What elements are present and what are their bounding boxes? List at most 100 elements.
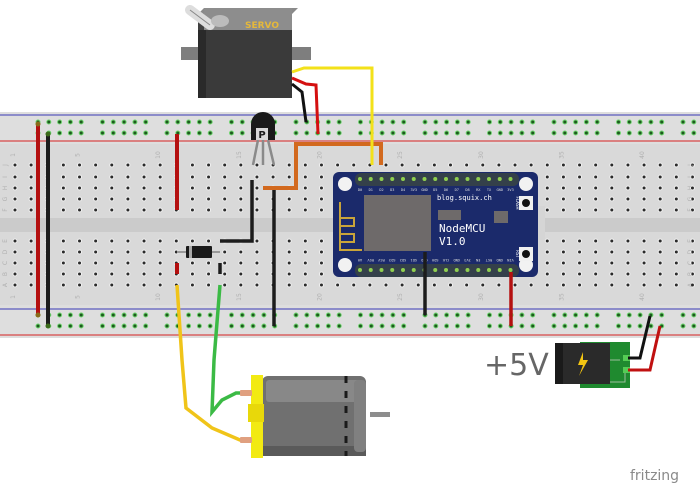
nodemcu-pin	[497, 268, 502, 272]
rail-hole	[379, 323, 385, 329]
breadboard-hole	[93, 238, 99, 244]
rail-hole	[659, 312, 665, 318]
breadboard-hole	[109, 185, 115, 191]
nodemcu-pin	[497, 177, 502, 181]
breadboard-hole	[609, 260, 615, 266]
rail-hole	[78, 323, 84, 329]
breadboard-hole	[286, 196, 292, 202]
breadboard-hole	[593, 174, 599, 180]
breadboard-hole	[60, 249, 66, 255]
rail-hole	[637, 323, 643, 329]
breadboard-hole	[189, 271, 195, 277]
nodemcu-pin	[454, 177, 459, 181]
column-label: 1	[10, 153, 17, 157]
row-label: G	[2, 196, 9, 201]
breadboard-hole	[189, 282, 195, 288]
breadboard-hole	[109, 271, 115, 277]
rail-hole	[691, 312, 697, 318]
rail-hole	[401, 119, 407, 125]
rail-hole	[325, 323, 331, 329]
breadboard-hole	[270, 174, 276, 180]
column-label: 15	[236, 151, 243, 159]
breadboard-hole	[12, 238, 18, 244]
breadboard-hole	[60, 271, 66, 277]
rail-hole	[454, 312, 460, 318]
breadboard-hole	[528, 162, 534, 168]
row-label: H	[687, 186, 694, 191]
breadboard-hole	[351, 282, 357, 288]
breadboard-hole	[286, 238, 292, 244]
rail-hole	[616, 130, 621, 136]
fritzing-watermark: fritzing	[630, 468, 679, 484]
nodemcu-pin	[465, 177, 470, 181]
column-label: 25	[397, 293, 404, 301]
breadboard-hole	[302, 282, 308, 288]
breadboard-hole	[302, 196, 308, 202]
rail-hole	[401, 130, 407, 136]
nodemcu-pin	[508, 177, 513, 181]
breadboard-hole	[480, 162, 486, 168]
breadboard-hole	[544, 196, 550, 202]
breadboard-hole	[673, 174, 679, 180]
breadboard-hole	[286, 271, 292, 277]
breadboard-hole	[302, 207, 308, 213]
rail-hole	[368, 312, 374, 318]
rail-hole	[336, 130, 342, 136]
breadboard-hole	[141, 185, 147, 191]
rail-hole	[583, 119, 589, 125]
breadboard-hole	[109, 249, 115, 255]
breadboard-hole	[125, 271, 131, 277]
breadboard-hole	[318, 185, 324, 191]
breadboard-hole	[238, 174, 244, 180]
row-label: B	[687, 272, 694, 276]
nodemcu-pin	[433, 177, 438, 181]
rail-hole	[562, 119, 568, 125]
rail-hole	[250, 312, 256, 318]
row-label: G	[687, 196, 694, 201]
rail-hole	[444, 119, 450, 125]
rail-hole	[573, 323, 579, 329]
rail-hole	[293, 130, 299, 136]
nodemcu-site-label: blog.squix.ch	[437, 194, 492, 202]
rail-hole	[497, 119, 503, 125]
rail-hole	[379, 119, 385, 125]
breadboard-hole	[157, 196, 163, 202]
rail-hole	[143, 312, 149, 318]
rail-hole	[508, 119, 514, 125]
nodemcu-pin	[487, 268, 491, 272]
column-label: 5	[75, 295, 82, 299]
nodemcu-pin-label: D1	[369, 188, 373, 192]
rail-hole	[325, 312, 331, 318]
breadboard-hole	[318, 249, 324, 255]
rail-hole	[573, 312, 579, 318]
breadboard-hole	[593, 207, 599, 213]
nodemcu-pin	[476, 177, 481, 181]
rail-hole	[100, 323, 105, 329]
breadboard-hole	[157, 207, 163, 213]
nodemcu-pin-label: EN	[476, 258, 480, 262]
nodemcu-pin-label: D2	[379, 188, 383, 192]
rail-hole	[164, 323, 170, 329]
breadboard-hole	[544, 260, 550, 266]
breadboard-hole	[625, 249, 631, 255]
breadboard-hole	[577, 185, 583, 191]
nodemcu-pin	[358, 177, 362, 181]
breadboard-hole	[93, 282, 99, 288]
row-label: C	[2, 261, 9, 265]
nodemcu-pin	[401, 268, 405, 272]
nodemcu-pin-label: GND	[421, 188, 428, 192]
rail-hole	[196, 119, 202, 125]
rail-hole	[551, 130, 557, 136]
rail-hole	[648, 323, 654, 329]
nodemcu-pin-label: GND	[454, 258, 461, 262]
breadboard-hole	[254, 162, 260, 168]
rail-hole	[121, 323, 127, 329]
rail-hole	[293, 323, 299, 329]
breadboard-hole	[544, 162, 550, 168]
breadboard-hole	[77, 271, 83, 277]
rail-hole	[659, 130, 665, 136]
rail-hole	[583, 312, 589, 318]
breadboard-hole	[560, 282, 566, 288]
breadboard-hole	[593, 260, 599, 266]
